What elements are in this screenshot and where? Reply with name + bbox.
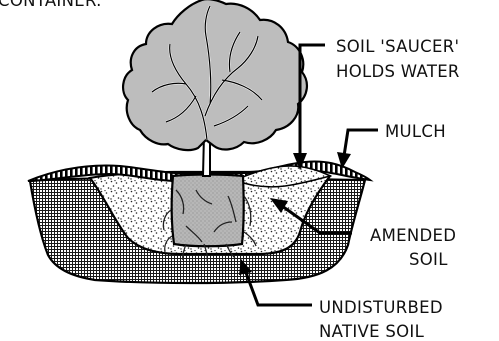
label-mulch: MULCH <box>385 122 446 141</box>
label-soil-saucer-line2: HOLDS WATER <box>336 62 460 81</box>
label-native-soil-line2: NATIVE SOIL <box>319 322 425 341</box>
label-native-soil-line1: UNDISTURBED <box>319 298 443 317</box>
label-amended-soil-line1: AMENDED <box>370 226 456 245</box>
heading-fragment: CONTAINER. <box>0 0 102 10</box>
label-amended-soil-line2: SOIL <box>409 250 448 269</box>
tree-canopy-icon <box>123 0 307 150</box>
label-soil-saucer-line1: SOIL 'SAUCER' <box>336 37 459 56</box>
mulch-arrow-icon <box>337 130 378 169</box>
